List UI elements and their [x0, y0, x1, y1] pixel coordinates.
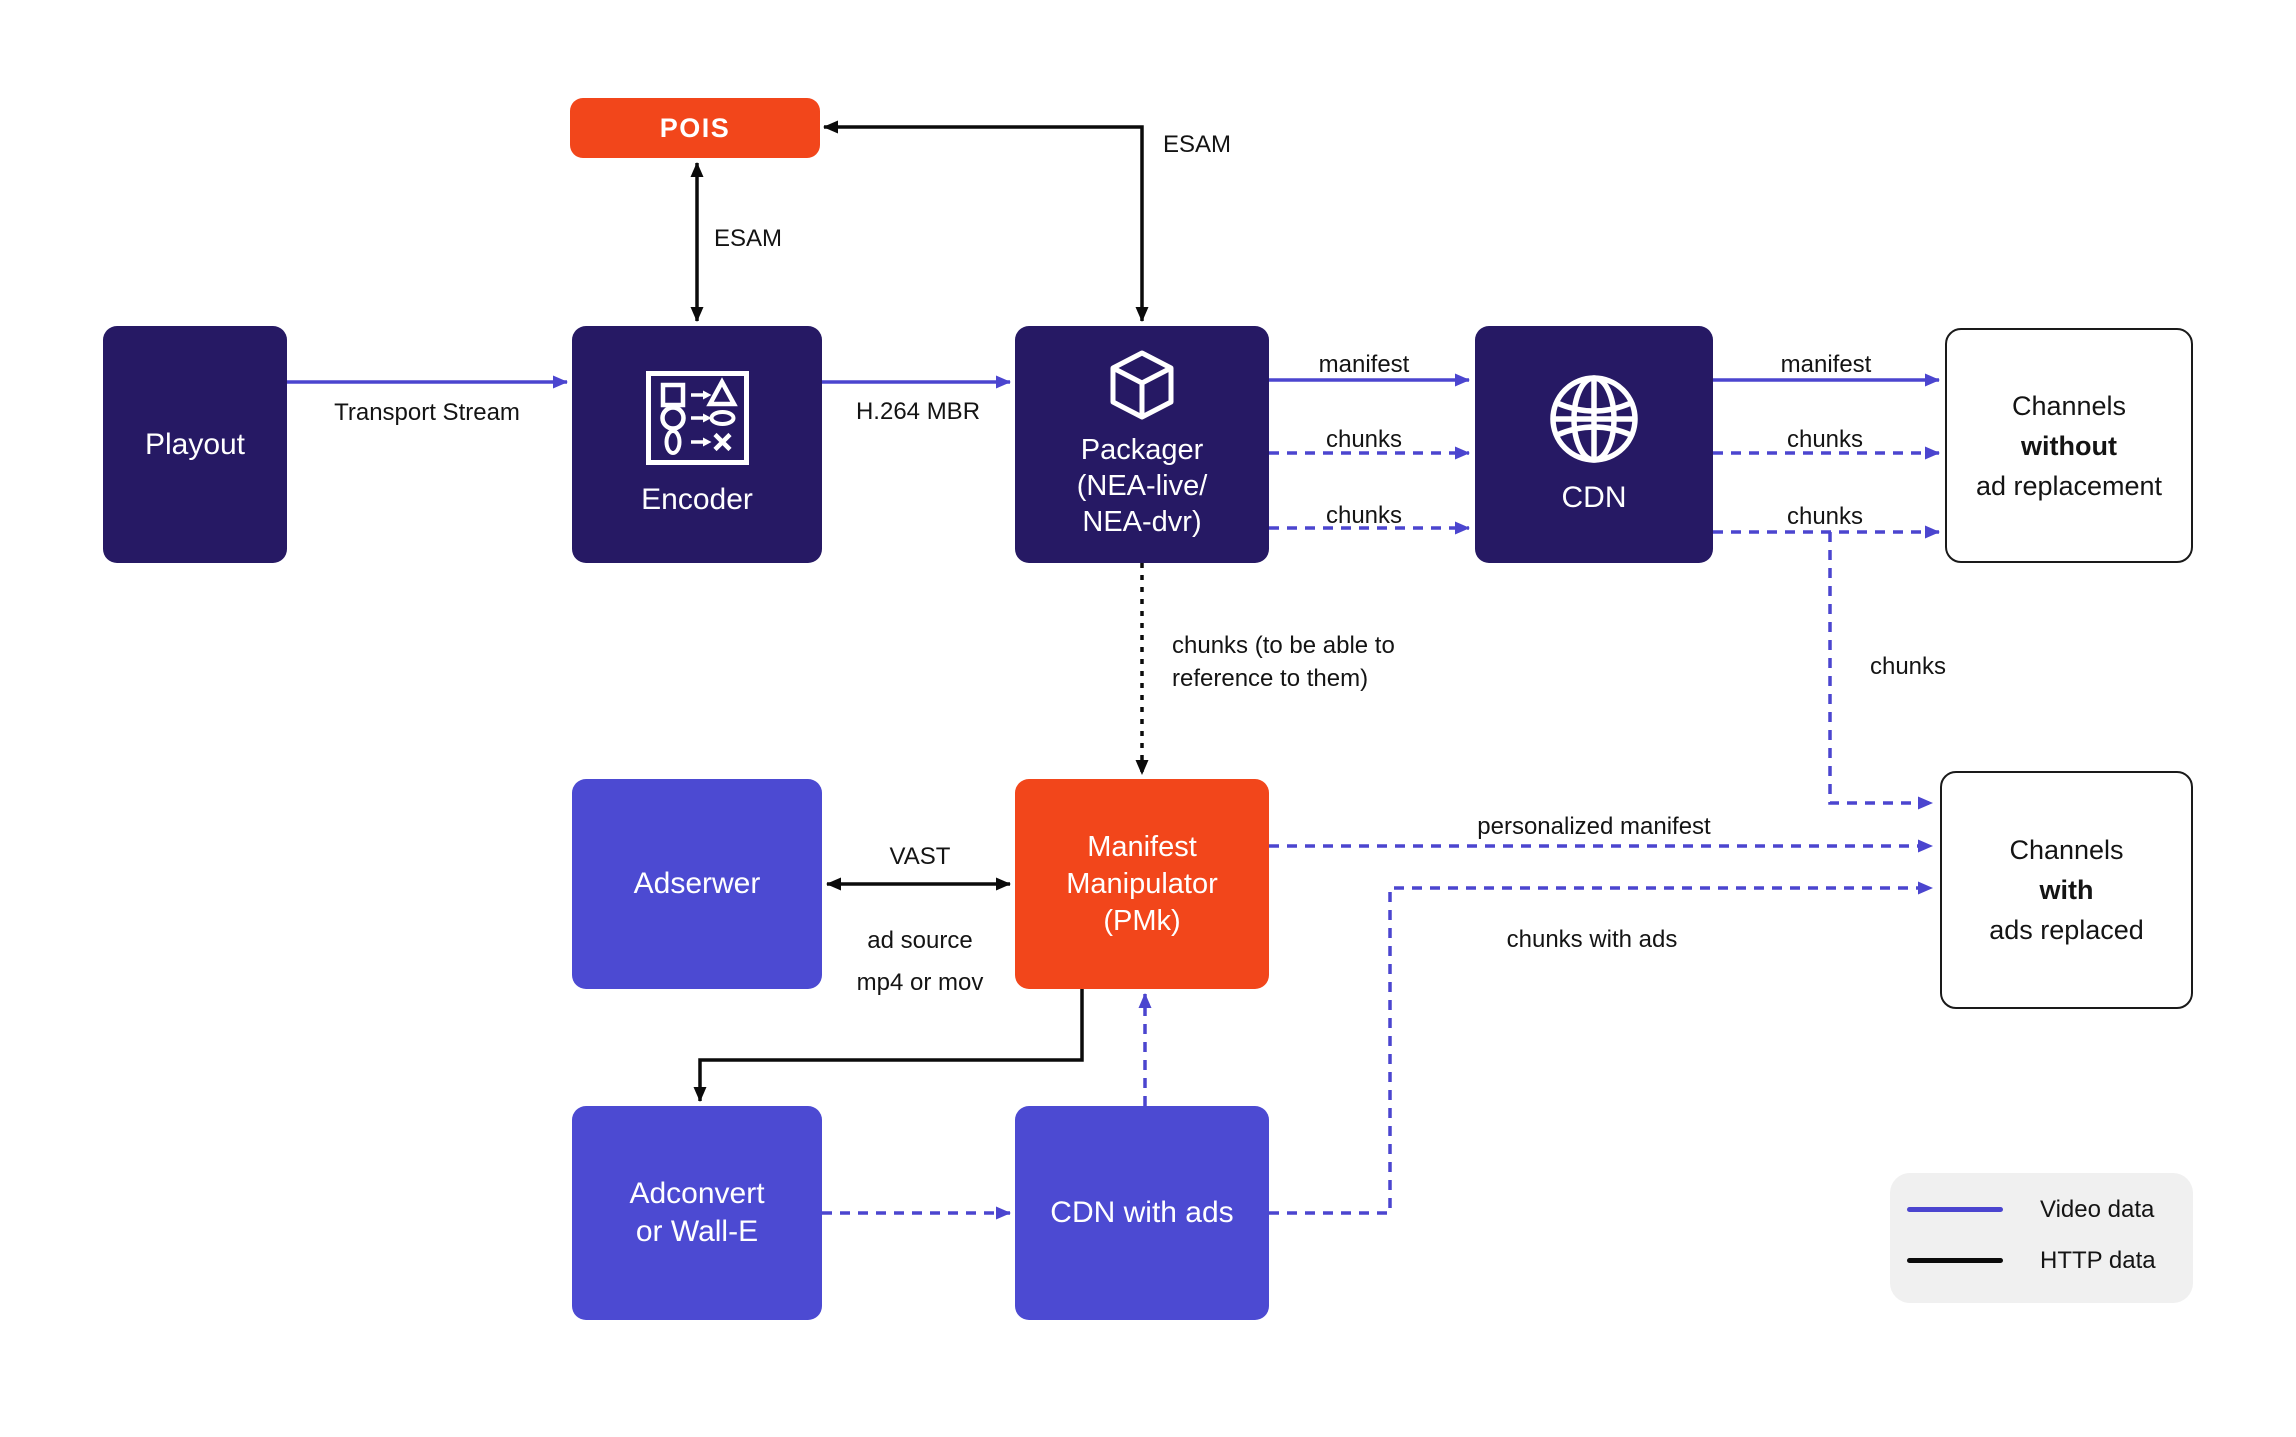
legend-http-label: HTTP data: [2040, 1247, 2156, 1274]
edge-chunks-branch-to-channels-with: [1828, 532, 1933, 810]
node-packager-label: Packager (NEA-live/ NEA-dvr): [1076, 433, 1208, 538]
legend-video-line-swatch: [1907, 1207, 2003, 1212]
edge-chunks-with-ads: [1269, 881, 1933, 1215]
label-chunks-with-ads: chunks with ads: [1506, 926, 1678, 953]
node-packager: Packager (NEA-live/ NEA-dvr): [1015, 326, 1269, 563]
cube-icon: [1110, 350, 1174, 419]
node-channels-without: Channels without ad replacement: [1945, 328, 2193, 563]
channels-with-line2: with: [2039, 875, 2094, 905]
legend: Video data HTTP data: [1890, 1173, 2193, 1303]
node-cdn-with-ads-label: CDN with ads: [1050, 1196, 1234, 1229]
node-pois: POIS: [570, 98, 820, 158]
channels-without-line1: Channels: [2011, 390, 2127, 421]
label-chunks-packager-cdn-1: chunks: [1325, 426, 1403, 453]
node-playout-label: Playout: [144, 427, 246, 461]
node-cdn: CDN: [1475, 326, 1713, 563]
node-adserwer: Adserwer: [572, 779, 822, 989]
node-manifest-manipulator-label: Manifest Manipulator (PMk): [1066, 830, 1218, 937]
globe-icon: [1550, 374, 1638, 463]
channels-without-line2: without: [2021, 430, 2117, 461]
shapes-transform-icon: [645, 370, 749, 465]
label-personalized-manifest: personalized manifest: [1477, 813, 1711, 840]
node-playout: Playout: [103, 326, 287, 563]
label-chunks-packager-cdn-2: chunks: [1325, 502, 1403, 529]
label-vast: VAST: [889, 843, 951, 870]
label-h264-mbr: H.264 MBR: [855, 398, 981, 425]
node-channels-with: Channels with ads replaced: [1940, 771, 2193, 1009]
label-transport-stream: Transport Stream: [334, 399, 520, 426]
channels-without-line3: ad replacement: [1975, 470, 2163, 501]
label-manifest-packager-cdn: manifest: [1318, 351, 1410, 378]
channels-with-line1: Channels: [2009, 835, 2124, 865]
channels-with-line3: ads replaced: [1989, 915, 2144, 945]
node-encoder-label: Encoder: [641, 482, 753, 516]
legend-http-line-swatch: [1907, 1258, 2003, 1263]
label-chunks-branch: chunks: [1869, 653, 1947, 680]
node-encoder: Encoder: [572, 326, 822, 563]
label-chunks-cdn-channels-2: chunks: [1786, 503, 1864, 530]
node-cdn-label: CDN: [1561, 480, 1627, 514]
edge-pois-packager-esam: [823, 120, 1149, 322]
label-chunks-cdn-channels-1: chunks: [1786, 426, 1864, 453]
label-ad-source: ad source mp4 or mov: [856, 927, 984, 996]
label-esam-pois-encoder: ESAM: [713, 225, 783, 252]
node-cdn-with-ads: CDN with ads: [1015, 1106, 1269, 1320]
label-esam-pois-packager: ESAM: [1162, 131, 1232, 158]
node-adconvert: Adconvert or Wall-E: [572, 1106, 822, 1320]
node-manifest-manipulator: Manifest Manipulator (PMk): [1015, 779, 1269, 989]
node-adserwer-label: Adserwer: [633, 867, 761, 900]
label-manifest-cdn-channels: manifest: [1780, 351, 1872, 378]
node-pois-label: POIS: [659, 113, 731, 143]
edge-manifestmanipulator-adconvert: [693, 989, 1084, 1102]
label-chunks-reference: chunks (to be able to reference to them): [1172, 632, 1395, 692]
legend-video-label: Video data: [2040, 1196, 2155, 1223]
node-adconvert-label: Adconvert or Wall-E: [629, 1177, 765, 1248]
